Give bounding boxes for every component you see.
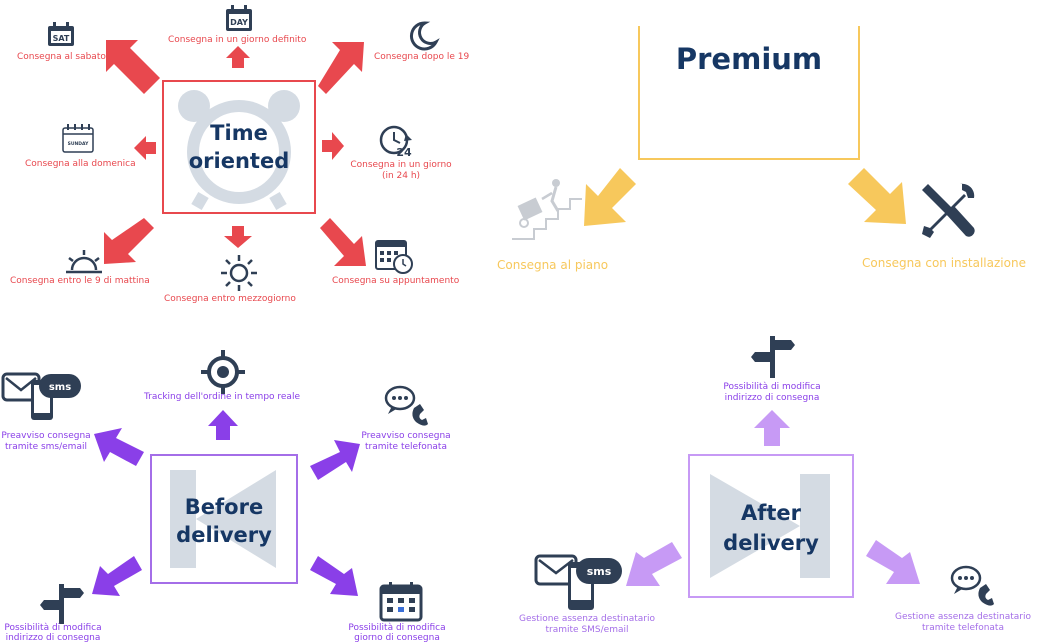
phone-chat-icon (384, 385, 428, 426)
red-arrows (104, 40, 366, 266)
label-24h-line2: (in 24 h) (381, 171, 421, 181)
arrow-down-left-purple (92, 556, 142, 596)
sunday-icon-text: SUNDAY (68, 141, 89, 147)
phone-chat-icon-2 (950, 565, 994, 606)
before-delivery-title-line2: delivery (176, 523, 272, 547)
target-icon (201, 350, 245, 394)
purple-arrows (92, 410, 360, 596)
sms-icon-text: sms (49, 382, 71, 393)
label-after-sms-line1: Gestione assenza destinatario (518, 614, 655, 624)
arrow-down-left (104, 218, 154, 264)
time-oriented-title-line1: Time (210, 121, 268, 145)
hours-icon-text: 24 (396, 146, 412, 159)
sat-icon-text: SAT (53, 34, 70, 43)
label-address-line2: indirizzo di consegna (5, 633, 101, 643)
after-delivery-box: After delivery (688, 454, 854, 598)
after-delivery-title-line2: delivery (723, 531, 819, 555)
label-noon: Consegna entro mezzogiorno (164, 294, 296, 304)
arrow-up-left-purple (94, 428, 144, 466)
arrow-left (134, 136, 156, 160)
time-oriented-box: Time oriented (162, 80, 316, 214)
label-day-line1: Possibilità di modifica (348, 623, 446, 633)
arrow-down-right-lilac (866, 540, 920, 584)
premium-title: Premium (675, 42, 823, 76)
arrow-right (322, 132, 344, 160)
stairs-dolly-icon (512, 179, 582, 240)
arrow-down-left-yellow (584, 168, 636, 226)
arrow-up-lilac (754, 410, 790, 446)
label-installation: Consegna con installazione (862, 256, 1026, 270)
label-sunday: Consegna alla domenica (25, 159, 136, 169)
arrow-down-right-purple (310, 556, 358, 596)
label-after-call-line2: tramite telefonata (922, 623, 1004, 633)
yellow-arrows (584, 168, 906, 226)
sms-email-icon-2: sms (534, 554, 622, 610)
label-address-line1: Possibilità di modifica (4, 623, 102, 633)
sunrise-icon (66, 250, 102, 274)
label-saturday: Consegna al sabato (17, 52, 106, 62)
label-tracking: Tracking dell'ordine in tempo reale (144, 392, 300, 402)
arrow-up-right (318, 42, 364, 94)
calendar-day-icon: DAY (226, 5, 252, 31)
label-after-call-line1: Gestione assenza destinatario (894, 612, 1031, 622)
label-after-sms-line2: tramite SMS/email (545, 625, 629, 635)
arrow-up-right-purple (310, 440, 360, 480)
calendar-clock-icon (375, 240, 413, 274)
arrow-down-right-yellow (848, 168, 906, 224)
after-delivery-title-line1: After (740, 501, 802, 525)
arrow-down-left-lilac (626, 542, 682, 586)
label-before-9: Consegna entro le 9 di mattina (10, 276, 150, 286)
tools-icon (922, 183, 975, 238)
before-delivery-title-line1: Before (184, 495, 264, 519)
label-appointment: Consegna su appuntamento (332, 276, 460, 286)
skip-forward-icon (710, 474, 830, 578)
label-sms-line2: tramite sms/email (5, 442, 87, 452)
label-after-address-line2: indirizzo di consegna (724, 393, 820, 403)
sun-icon (221, 255, 257, 291)
label-24h-line1: Consegna in un giorno (350, 160, 452, 170)
label-call-line1: Preavviso consegna (361, 431, 451, 441)
time-oriented-title-line2: oriented (188, 149, 290, 173)
signpost-icon-2 (751, 336, 795, 378)
label-day-line2: giorno di consegna (354, 633, 440, 643)
before-delivery-box: Before delivery (150, 454, 298, 584)
alarm-clock-icon (178, 90, 300, 211)
calendar-sat-icon: SAT (48, 22, 74, 46)
label-floor: Consegna al piano (497, 258, 609, 272)
label-sms-line1: Preavviso consegna (1, 431, 91, 441)
label-definite-day: Consegna in un giorno definito (168, 35, 307, 45)
label-after-19: Consegna dopo le 19 (374, 52, 470, 62)
signpost-icon (40, 584, 84, 624)
calendar-grid-icon (379, 582, 423, 622)
arrow-down-right (320, 218, 366, 266)
label-call-line2: tramite telefonata (365, 442, 447, 452)
arrow-up-left (106, 40, 160, 94)
moon-icon (409, 21, 440, 51)
arrow-up (226, 46, 250, 68)
day-icon-text: DAY (230, 18, 248, 27)
label-after-address-line1: Possibilità di modifica (723, 382, 821, 392)
arrow-down (224, 226, 252, 248)
premium-box: Premium (638, 26, 860, 160)
clock-24-icon: 24 (379, 125, 412, 159)
skip-back-icon (170, 470, 276, 568)
sms-email-icon: sms (1, 372, 81, 420)
sms-icon-text-2: sms (587, 565, 612, 578)
arrow-up-purple (208, 410, 238, 440)
calendar-sunday-icon: SUNDAY (62, 124, 94, 153)
